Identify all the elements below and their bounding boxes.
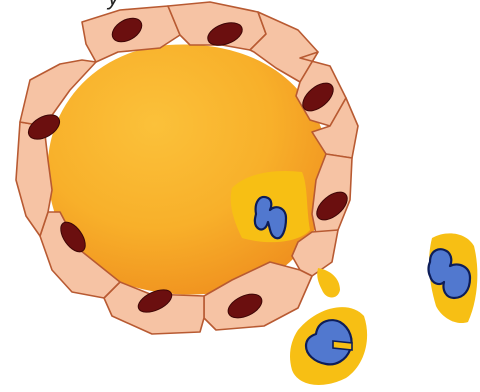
secretory-cell-icon	[231, 171, 310, 242]
secretory-cell-icon	[429, 233, 478, 323]
secretory-cell-icon	[290, 307, 367, 385]
secretion-droplet	[317, 268, 340, 298]
